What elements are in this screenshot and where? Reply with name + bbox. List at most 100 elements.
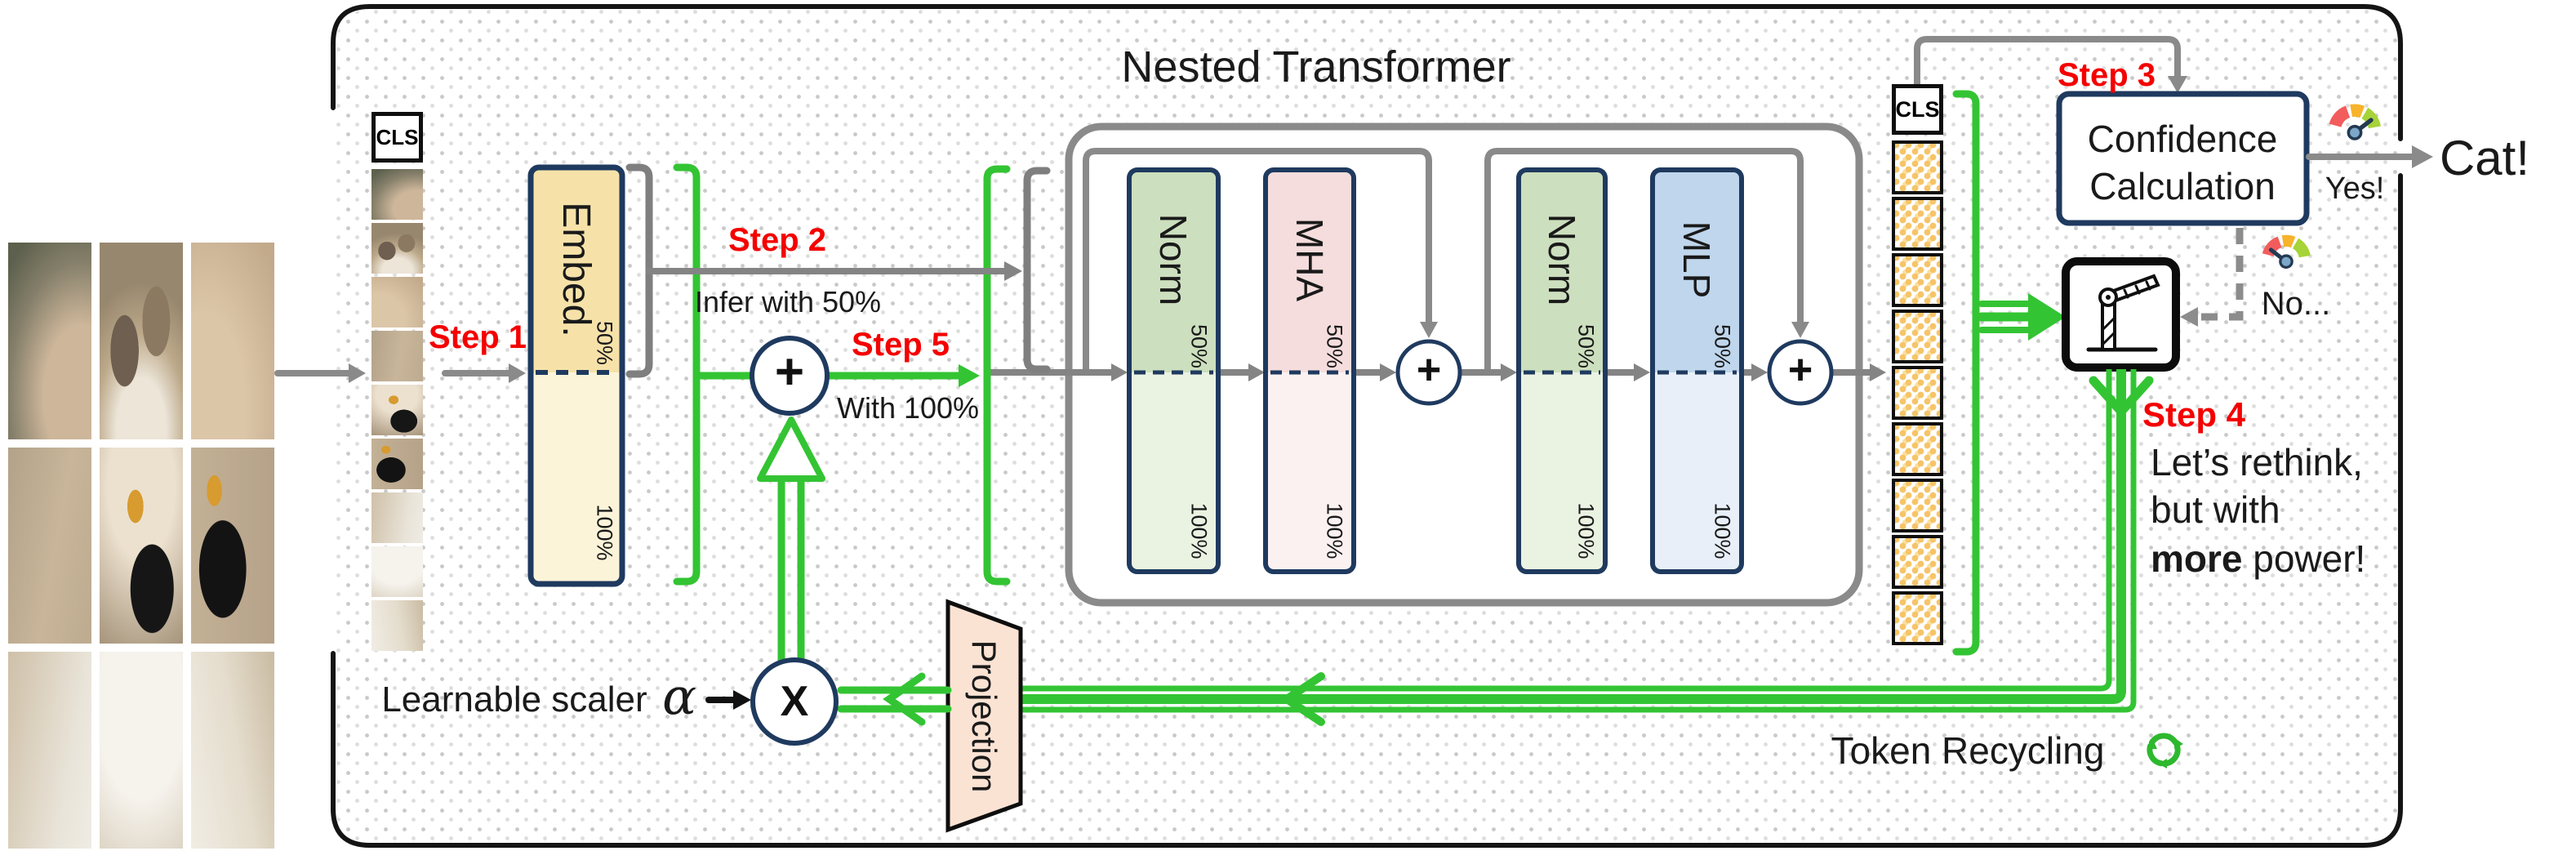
cat-patch [8, 243, 91, 439]
input-token [371, 385, 423, 435]
step3-label: Step 3 [2057, 57, 2156, 93]
rethink-line2: but with [2151, 488, 2280, 531]
input-token [371, 546, 423, 597]
cat-patch [191, 447, 274, 644]
cat-patch [8, 447, 91, 644]
step4-label: Step 4 [2142, 395, 2246, 434]
cat-patch [8, 652, 91, 849]
cls-to-confidence-line [1914, 36, 2187, 93]
gauge-yes-icon [2329, 104, 2381, 140]
cat-patch [100, 652, 183, 849]
input-token-column: CLS [371, 112, 423, 651]
bracket-green-output [1952, 90, 1980, 656]
output-token [1892, 253, 1943, 307]
norm1-50-label: 50% [1186, 323, 1212, 369]
yes-label: Yes! [2325, 172, 2385, 206]
x-to-plus-arrow [757, 417, 825, 662]
recycle-icon [2147, 733, 2183, 769]
norm1-100-label: 100% [1186, 502, 1212, 559]
container-border [331, 4, 2403, 848]
confidence-line1: Confidence [2087, 118, 2278, 160]
mha-100-label: 100% [1322, 502, 1347, 559]
bracket-green-open [983, 165, 1011, 586]
confidence-no-dashed-path [2180, 228, 2244, 327]
cls-token-output: CLS [1892, 84, 1943, 135]
norm2-50-label: 50% [1573, 323, 1599, 369]
step5-label: Step 5 [851, 327, 950, 363]
alpha-symbol: α [662, 666, 696, 726]
gauge-no-icon [2262, 234, 2311, 270]
residual-skip-1 [1083, 148, 1432, 376]
norm2-box [1516, 167, 1608, 574]
input-token [371, 331, 423, 381]
output-token [1892, 140, 1943, 194]
embed-50-label: 50% [592, 320, 617, 366]
cat-patch [100, 243, 183, 439]
add1-plus-sign: + [1416, 346, 1442, 394]
main-path-arrowheads [1111, 363, 1886, 381]
skip2-arrowhead [1791, 322, 1809, 338]
rethink-line3-bold: more [2151, 537, 2243, 580]
projection-label: Projection [965, 639, 1003, 793]
cat-to-tokens-arrow [274, 363, 366, 383]
transformer-title: Nested Transformer [1121, 42, 1511, 91]
embed-box [527, 164, 625, 587]
cat-image [8, 243, 274, 849]
learnable-scaler-label: Learnable scaler [381, 679, 647, 720]
recycling-path [1021, 369, 2137, 713]
skip1-arrowhead [1420, 322, 1438, 338]
projection-shape [945, 599, 1023, 833]
cls-token-input: CLS [371, 112, 423, 163]
tokens-to-gate-arrow [1977, 293, 2066, 341]
scaler-arrow [705, 690, 751, 710]
input-token [371, 277, 423, 327]
projection-to-x-arrow [837, 672, 952, 726]
output-token [1892, 366, 1943, 420]
mlp-box [1650, 167, 1744, 574]
input-token [371, 600, 423, 651]
output-token [1892, 591, 1943, 645]
output-token [1892, 197, 1943, 251]
norm2-100-label: 100% [1573, 502, 1599, 559]
gate-down-arrowhead [2089, 376, 2154, 419]
norm1-box [1127, 167, 1221, 574]
multiply-circle [750, 657, 839, 746]
step5-sublabel: With 100% [836, 391, 980, 425]
output-token [1892, 535, 1943, 589]
mlp-100-label: 100% [1710, 502, 1735, 559]
output-token [1892, 422, 1943, 476]
cat-patch [100, 447, 183, 644]
input-token [371, 223, 423, 274]
step2-sublabel: Infer with 50% [694, 285, 882, 319]
recycling-left-arrowhead [1279, 672, 1325, 726]
merge-plus-sign: + [774, 344, 805, 400]
rethink-line1: Let’s rethink, [2151, 441, 2363, 483]
confidence-line2: Calculation [2089, 165, 2276, 207]
confidence-to-cat-arrow [2306, 145, 2433, 168]
step2-label: Step 2 [727, 222, 827, 258]
no-label: No... [2261, 286, 2331, 322]
barrier-gate-icon [2086, 274, 2160, 352]
add-circle-2 [1767, 339, 1834, 406]
input-token [371, 439, 423, 489]
output-token-column: CLS [1892, 84, 1943, 645]
step1-arrow [442, 363, 526, 383]
step2-arrow [646, 261, 1022, 281]
embed-label: Embed. [554, 202, 598, 337]
mha-label: MHA [1288, 217, 1331, 302]
token-recycling-label: Token Recycling [1831, 729, 2105, 772]
step5-arrow [692, 364, 980, 387]
add2-plus-sign: + [1787, 346, 1813, 394]
multiply-sign: X [780, 678, 809, 725]
merge-plus-circle [750, 336, 830, 416]
input-token [371, 169, 423, 220]
mha-box [1263, 167, 1356, 574]
mlp-label: MLP [1675, 221, 1718, 299]
rethink-line3: more power! [2151, 540, 2365, 577]
residual-skip-2 [1484, 148, 1804, 376]
mha-50-label: 50% [1322, 323, 1347, 369]
norm1-label: Norm [1152, 213, 1195, 306]
add-circle-1 [1395, 339, 1462, 406]
cat-result-label: Cat! [2439, 131, 2530, 185]
